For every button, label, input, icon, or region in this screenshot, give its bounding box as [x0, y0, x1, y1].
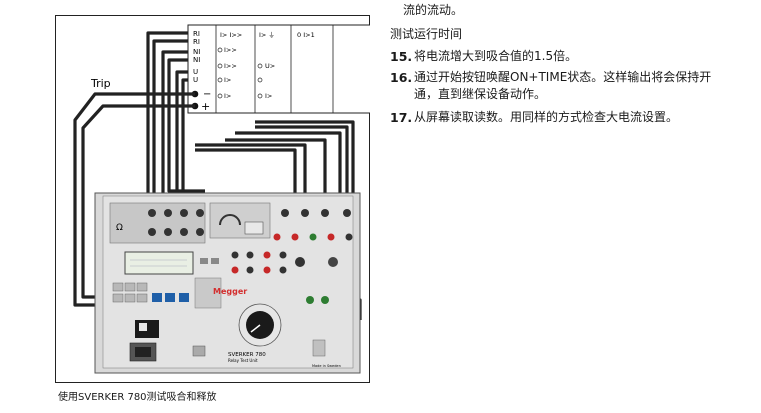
sverker-780-instrument: Ω	[94, 192, 361, 374]
binding-posts-right	[273, 209, 353, 241]
step-text: 通过开始按钮唤醒ON+TIME状态。这样输出将会保持开通，直到继保设备动作。	[414, 70, 712, 101]
wiring-diagram: RI RI NI NI U U − + I> I>> I>> I>> I> I>…	[55, 15, 370, 383]
model-label: SVERKER 780	[228, 352, 266, 358]
terminal-label-u-2: U	[193, 76, 198, 84]
binding-posts-left	[148, 209, 204, 236]
step-text: 从屏幕读取读数。用同样的方式检查大电流设置。	[414, 110, 679, 124]
relay-terminal-block: RI RI NI NI U U − + I> I>> I>> I>> I> I>…	[187, 24, 370, 114]
continued-text: 流的流动。	[403, 3, 464, 17]
trip-label: Trip	[90, 77, 111, 90]
terminal-label-ri-1: RI	[193, 30, 200, 38]
step-15: 15. 将电流增大到吸合值的1.5倍。	[390, 48, 730, 65]
terminal-label-ni-2: NI	[193, 56, 200, 64]
origin-label: Made in Sweden	[312, 364, 341, 368]
step-17: 17. 从屏幕读取读数。用同样的方式检查大电流设置。	[390, 109, 730, 126]
lcd-display	[124, 251, 194, 275]
relay-symbol: 0 I>1	[297, 31, 315, 39]
input-terminal-panel	[109, 202, 206, 244]
output-sockets	[231, 251, 338, 304]
terminal-label-ni-1: NI	[193, 48, 200, 56]
relay-symbol: I>>	[224, 62, 237, 70]
step-number: 17.	[390, 110, 413, 125]
step-text: 将电流增大到吸合值的1.5倍。	[414, 49, 578, 63]
section-heading: 测试运行时间	[390, 27, 463, 41]
step-16: 16. 通过开始按钮唤醒ON+TIME状态。这样输出将会保持开通，直到继保设备动…	[390, 69, 730, 103]
relay-symbol: I>	[265, 92, 272, 100]
terminal-label-minus: −	[203, 89, 211, 100]
omega-symbol: Ω	[116, 223, 123, 233]
terminal-label-ri-2: RI	[193, 38, 200, 46]
relay-symbol: I> I>>	[220, 31, 242, 39]
brand-logo: Megger	[213, 287, 247, 296]
terminal-label-u-1: U	[193, 68, 198, 76]
relay-symbol: I>	[224, 92, 231, 100]
function-buttons	[112, 277, 222, 309]
step-number: 16.	[390, 70, 413, 85]
figure-caption: 使用SVERKER 780测试吸合和释放	[58, 392, 217, 403]
relay-symbol: U>	[265, 62, 275, 70]
step-number: 15.	[390, 49, 413, 64]
terminal-label-plus: +	[201, 100, 210, 113]
relay-symbol: I>>	[224, 46, 237, 54]
relay-symbol: I> ⏚	[259, 31, 275, 39]
model-sublabel: Relay Test Unit	[228, 358, 258, 363]
relay-symbol: I>	[224, 76, 231, 84]
